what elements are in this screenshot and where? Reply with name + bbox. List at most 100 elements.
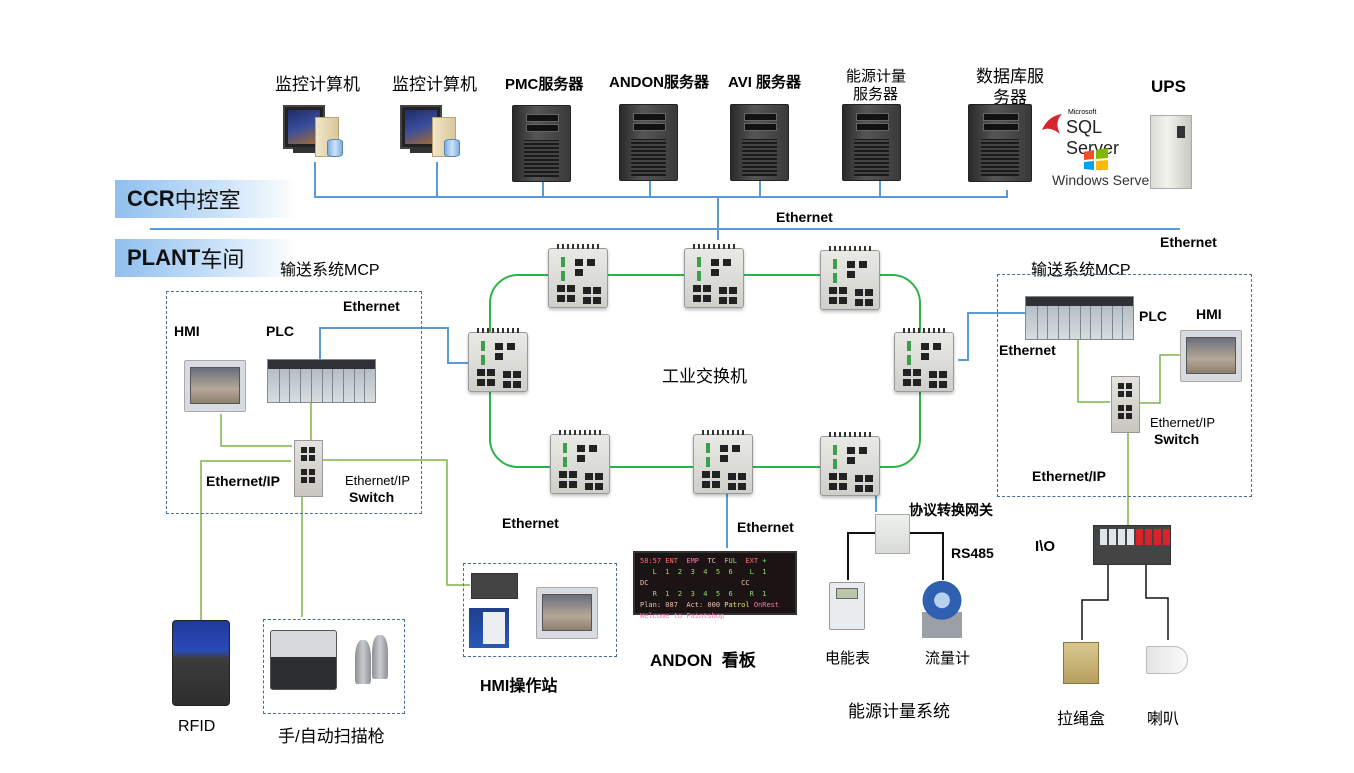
andon-board-text: Patrol: [724, 601, 754, 609]
label-flow-meter: 流量计: [925, 650, 971, 667]
left-mcp-title: 输送系统MCP: [280, 262, 380, 279]
andon-board-text: TC: [707, 557, 725, 565]
right-plc-uplink: [958, 312, 1025, 361]
handheld-scanner-icon: [355, 640, 371, 684]
hmi-station-panel: [536, 587, 598, 639]
industrial-switch-icon: [548, 244, 608, 308]
flow-meter-icon: [922, 580, 962, 638]
label-right-ethernet-ip: Ethernet/IP: [1032, 468, 1106, 484]
label-ccr-ethernet: Ethernet: [776, 209, 833, 225]
label-right-switch-line1: Ethernet/IP: [1150, 415, 1216, 430]
horn-speaker-icon: [1146, 646, 1188, 674]
right-hmi-to-switch: [1138, 354, 1180, 404]
left-switch-to-rfid: [200, 460, 291, 620]
workstation-icon: [400, 105, 460, 157]
label-horn: 喇叭: [1147, 711, 1180, 728]
left-mcp-box: [166, 291, 422, 514]
industrial-switch-icon: [820, 246, 880, 310]
fixed-scanner-icon: [270, 630, 337, 690]
label-ring-ethernet: Ethernet: [502, 515, 559, 531]
andon-board-text: +: [762, 557, 767, 565]
label-industrial-switch-ring: 工业交换机: [662, 367, 747, 386]
industrial-switch-icon: [693, 430, 753, 494]
label-gateway: 协议转换网关: [909, 502, 993, 518]
label-right-hmi: HMI: [1196, 306, 1222, 322]
andon-board-row: Plan: 087 Act: 000 Patrol OnRest: [640, 600, 790, 611]
label-right-plc: PLC: [1139, 308, 1167, 324]
industrial-switch-icon: [894, 328, 954, 392]
right-hmi-panel: [1180, 330, 1242, 382]
andon-board-text: L 1 2 3 4 5 6 L 1: [640, 568, 767, 576]
ups-icon: [1150, 115, 1192, 189]
label-andon-server: ANDON服务器: [609, 74, 709, 91]
right-ethernet-ip-switch: [1111, 376, 1140, 433]
hmi-station-io-icon: [471, 573, 518, 599]
label-left-mcp: 输送系统MCP: [280, 256, 380, 280]
io-to-horn: [1145, 563, 1169, 640]
label-avi-server: AVI 服务器: [728, 74, 802, 91]
label-andon-board: ANDON 看板: [650, 651, 756, 670]
label-right-switch-line2: Switch: [1154, 431, 1200, 447]
server-icon: [968, 104, 1032, 182]
andon-board-row: DC CC: [640, 578, 790, 589]
industrial-switch-icon: [820, 432, 880, 496]
label-io: I\O: [1035, 538, 1056, 555]
zone-plant-cn: 车间: [200, 247, 245, 272]
label-left-mcp-ethernet: Ethernet: [343, 298, 400, 314]
label-db-server-1: 数据库服: [976, 67, 1044, 86]
label-monitor-pc-1: 监控计算机: [275, 75, 360, 94]
label-energy-server-2: 服务器: [853, 86, 899, 103]
ccr-bus-line: [314, 162, 1008, 198]
andon-board-row: 58:57 ENT EMP TC FUL EXT +: [640, 556, 790, 567]
server-icon: [842, 104, 901, 181]
label-db-server-2: 务器: [993, 88, 1027, 107]
label-ups: UPS: [1151, 77, 1186, 96]
label-energy-server-1: 能源计量: [846, 68, 907, 85]
andon-board-text: Welcome to Paintshop: [640, 612, 725, 620]
label-left-plc: PLC: [266, 323, 294, 339]
industrial-switch-icon: [468, 328, 528, 392]
andon-board-display: 58:57 ENT EMP TC FUL EXT + L 1 2 3 4 5 6…: [633, 551, 797, 620]
scanner-box: [263, 619, 405, 714]
label-hmi-station: HMI操作站: [480, 678, 558, 695]
left-plc-rack: [267, 359, 376, 403]
rfid-reader-icon: [172, 620, 230, 706]
left-plc-uplink: [319, 327, 470, 364]
server-icon: [730, 104, 789, 181]
label-pull-cord: 拉绳盒: [1057, 711, 1106, 728]
andon-board-text: [648, 579, 741, 587]
industrial-switch-icon: [550, 430, 610, 494]
label-pmc-server: PMC服务器: [505, 76, 584, 93]
label-rs485: RS485: [951, 545, 994, 561]
label-backbone-ethernet: Ethernet: [1160, 234, 1217, 250]
label-left-ethernet-ip: Ethernet/IP: [206, 473, 280, 489]
left-hmi-panel: [184, 360, 246, 412]
andon-board-text: FUL: [724, 557, 746, 565]
server-icon: [512, 105, 571, 182]
andon-board-row: Welcome to Paintshop: [640, 611, 790, 622]
protocol-gateway-icon: [875, 514, 910, 554]
andon-board-text: DC: [640, 579, 649, 587]
io-to-pull-cord: [1081, 563, 1109, 640]
gateway-to-flow-meter: [907, 532, 944, 580]
andon-board-text: 58:57: [640, 557, 666, 565]
label-energy-system: 能源计量系统: [848, 702, 950, 721]
label-left-hmi: HMI: [174, 323, 200, 339]
label-right-mcp-ethernet: Ethernet: [999, 342, 1056, 358]
energy-meter-icon: [829, 582, 865, 630]
andon-board-row: L 1 2 3 4 5 6 L 1: [640, 567, 790, 578]
io-module-icon: [1093, 525, 1171, 565]
windows-flag-icon: [1084, 148, 1108, 170]
zone-ccr-cn: 中控室: [174, 188, 241, 213]
sql-server-logo: Microsoft SQL Server: [1040, 109, 1150, 158]
sql-server-icon: [1042, 114, 1062, 134]
server-icon: [619, 104, 678, 181]
left-switch-to-hmi-station: [322, 459, 470, 586]
andon-board-text: EXT: [745, 557, 763, 565]
andon-board-text: ENT: [665, 557, 687, 565]
andon-board-text: Plan: 087 Act: 000: [640, 601, 725, 609]
andon-board-text: EMP: [686, 557, 708, 565]
label-energy-meter: 电能表: [825, 650, 871, 667]
